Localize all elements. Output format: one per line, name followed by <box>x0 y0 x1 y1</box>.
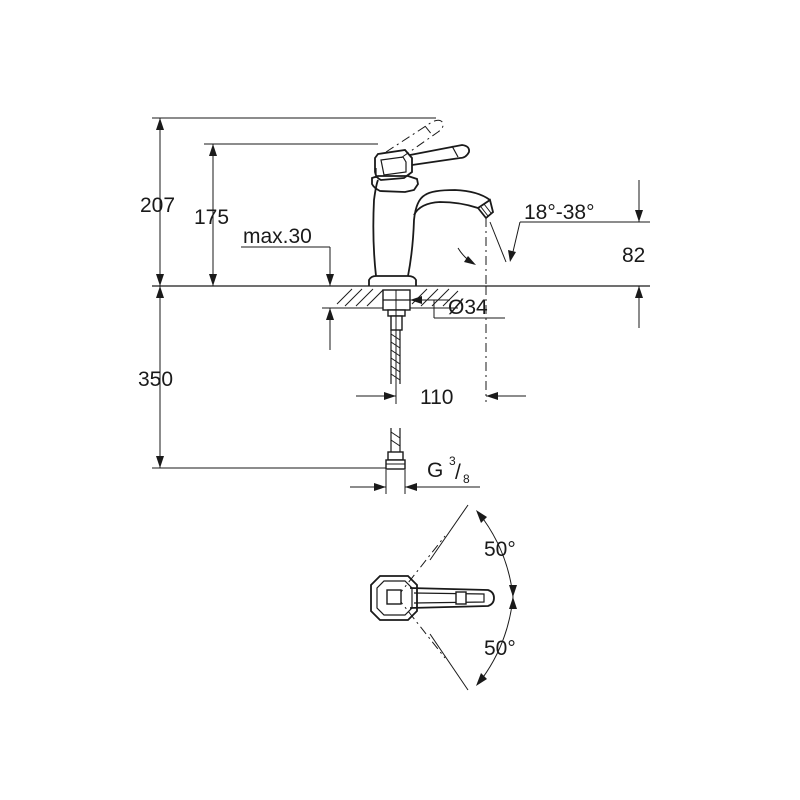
dim-label-207: 207 <box>140 194 175 217</box>
dim-label-angle: 18°-38° <box>524 201 595 224</box>
dim-hose-length: 350 <box>138 286 386 469</box>
dim-label-diameter: Ø34 <box>448 296 488 319</box>
dim-label-110: 110 <box>420 386 453 409</box>
top-view: 50° 50° <box>370 504 517 691</box>
dim-thread: G 3 / 8 <box>350 454 480 494</box>
dim-label-swing-top: 50° <box>484 538 516 561</box>
dim-label-thread-g: G <box>427 459 443 482</box>
dim-label-350: 350 <box>138 368 173 391</box>
dim-label-max30: max.30 <box>243 225 312 248</box>
dim-spout-height: 82 <box>520 180 650 328</box>
dim-label-thread-slash: / <box>455 461 461 484</box>
faucet-body <box>368 119 495 286</box>
dim-label-175: 175 <box>194 206 229 229</box>
faucet-top-outline <box>370 575 495 621</box>
dim-label-thread-num: 3 <box>449 454 456 468</box>
mounting-hardware <box>382 289 411 331</box>
dim-hole-diameter: Ø34 <box>410 296 505 319</box>
dim-label-82: 82 <box>622 244 645 267</box>
counter-section <box>336 288 459 309</box>
side-view: 207 175 max.30 18°-38° <box>138 117 650 494</box>
dim-lever-height: 175 <box>194 143 378 286</box>
dim-total-height: 207 <box>140 117 436 286</box>
dim-counter-thickness: max.30 <box>241 225 337 350</box>
dim-spout-reach: 110 <box>356 330 526 409</box>
dim-label-thread-den: 8 <box>463 472 470 486</box>
dim-label-swing-bottom: 50° <box>484 637 516 660</box>
